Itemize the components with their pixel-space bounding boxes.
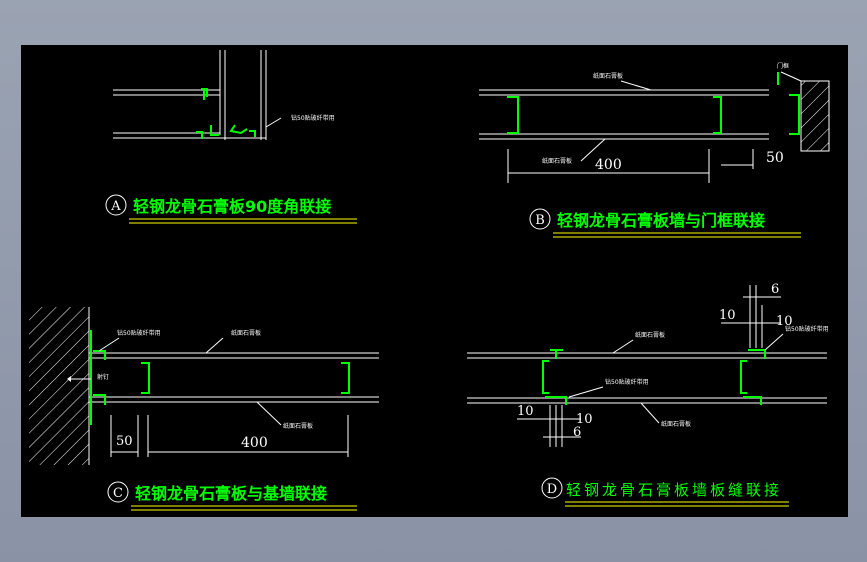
a-letter: A xyxy=(110,199,121,214)
d-note-top: 纸面石膏板 xyxy=(635,331,665,339)
cad-drawing: 钻50贴玻纤带用 A 轻钢龙骨石膏板90度角联接 门框 纸面石膏板 纸面石膏板 … xyxy=(29,50,830,511)
c-dim-400: 400 xyxy=(241,435,268,451)
d-letter: D xyxy=(547,482,557,497)
d-leader xyxy=(640,402,660,424)
b-note-top: 纸面石膏板 xyxy=(593,72,623,80)
d-stud xyxy=(743,396,762,405)
b-note-bottom: 纸面石膏板 xyxy=(542,157,572,165)
c-leader xyxy=(98,337,120,352)
c-stud xyxy=(93,394,106,405)
d-dim-10-right-top: 10 xyxy=(776,314,793,329)
b-leader xyxy=(780,71,802,82)
c-letter-circle xyxy=(107,481,129,503)
b-stud xyxy=(713,96,722,134)
b-stud xyxy=(789,94,800,135)
b-dim-400: 400 xyxy=(595,157,622,173)
c-stud xyxy=(141,362,150,394)
a-stud xyxy=(210,125,219,136)
b-letter: B xyxy=(535,213,545,228)
detail-b: 门框 纸面石膏板 纸面石膏板 400 50 B 轻钢龙骨石膏板墙与门框联接 xyxy=(479,62,830,238)
d-stud xyxy=(545,396,567,405)
c-note-top: 纸面石膏板 xyxy=(231,329,261,337)
b-leader xyxy=(620,80,652,91)
b-leader xyxy=(580,138,606,162)
c-leader xyxy=(256,401,282,426)
d-note-tape-top: 钻50贴玻纤带用 xyxy=(785,325,829,333)
a-stud xyxy=(201,88,208,100)
c-caption: 轻钢龙骨石膏板与基墙联接 xyxy=(135,484,327,503)
d-dim-10-left-top: 10 xyxy=(719,308,736,323)
c-leader xyxy=(205,337,224,354)
a-stud xyxy=(249,130,256,137)
d-leader xyxy=(764,333,784,351)
c-note-nail: 射钉 xyxy=(97,373,109,381)
c-base-wall xyxy=(29,307,89,465)
a-note: 钻50贴玻纤带用 xyxy=(291,114,335,122)
b-stud xyxy=(507,96,519,134)
d-leader xyxy=(568,386,604,398)
drawing-canvas: 钻50贴玻纤带用 A 轻钢龙骨石膏板90度角联接 门框 纸面石膏板 纸面石膏板 … xyxy=(21,45,848,517)
a-stud xyxy=(229,124,248,135)
b-dim-50: 50 xyxy=(766,150,784,166)
d-caption: 轻钢龙骨石膏板墙板缝联接 xyxy=(566,481,782,499)
d-stud xyxy=(740,360,747,394)
d-dim-10-right-bottom: 10 xyxy=(576,412,593,427)
c-nail-head xyxy=(67,376,71,382)
b-door-frame xyxy=(800,80,830,152)
d-note-bottom: 纸面石膏板 xyxy=(661,420,691,428)
detail-a: 钻50贴玻纤带用 A 轻钢龙骨石膏板90度角联接 xyxy=(105,50,357,224)
a-leader xyxy=(265,117,282,128)
d-stud xyxy=(550,349,563,359)
a-letter-circle xyxy=(105,194,127,216)
a-caption: 轻钢龙骨石膏板90度角联接 xyxy=(133,197,331,216)
b-caption: 轻钢龙骨石膏板墙与门框联接 xyxy=(557,211,765,230)
c-letter: C xyxy=(113,486,123,501)
d-letter-circle xyxy=(541,477,563,499)
c-dim-50: 50 xyxy=(116,434,133,449)
b-letter-circle xyxy=(529,208,551,230)
d-dim-6-bottom: 6 xyxy=(573,425,581,440)
d-dim-6-top: 6 xyxy=(771,282,779,297)
c-stud xyxy=(341,362,350,394)
detail-c: 射钉 钻50贴玻纤带用 纸面石膏板 纸面石膏板 50 400 C 轻钢龙骨石膏板… xyxy=(29,307,379,511)
c-stud xyxy=(93,350,106,360)
d-dim-10-left-bottom: 10 xyxy=(517,404,534,419)
detail-d: 纸面石膏板 钻50贴玻纤带用 钻50贴玻纤带用 纸面石膏板 6 10 10 10… xyxy=(467,282,829,507)
c-note-bottom: 纸面石膏板 xyxy=(283,422,313,430)
d-note-tape-mid: 钻50贴玻纤带用 xyxy=(605,378,649,386)
d-stud xyxy=(542,360,549,394)
d-leader xyxy=(612,339,634,354)
c-note-tape: 钻50贴玻纤带用 xyxy=(117,329,161,337)
b-frame-note: 门框 xyxy=(777,62,789,70)
a-stud xyxy=(196,131,203,139)
